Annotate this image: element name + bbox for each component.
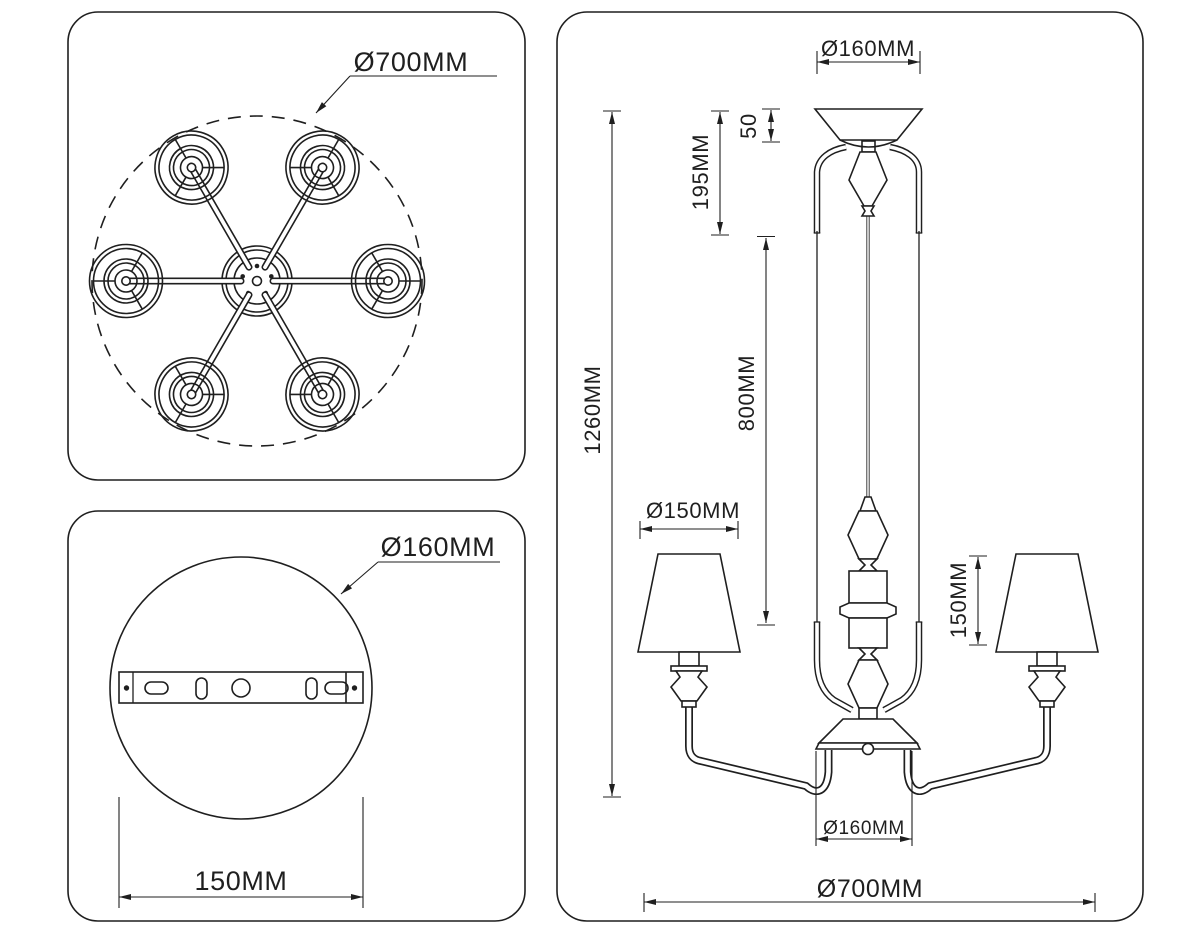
diamond-ornament-upper bbox=[847, 510, 889, 560]
dim-label-overall-700mm: Ø700MM bbox=[817, 875, 923, 903]
dim-label-1260mm: 1260MM bbox=[580, 365, 605, 454]
slot-horizontal-right bbox=[324, 681, 349, 695]
left-lamp bbox=[637, 553, 741, 708]
overall-diameter-dashed-circle bbox=[91, 115, 423, 447]
slot-vertical-left bbox=[195, 677, 208, 700]
dim-label-50: 50 bbox=[736, 113, 761, 139]
dim-bracket-width: 150MM bbox=[118, 797, 364, 908]
mounting-bracket bbox=[118, 671, 364, 704]
dim-shade-diameter-150: Ø150MM bbox=[639, 498, 740, 539]
dim-canopy-diameter-top: Ø160MM bbox=[816, 36, 921, 74]
dim-upper-rod-195: 195MM bbox=[688, 110, 729, 236]
cylinder-upper bbox=[848, 570, 888, 604]
dim-label-shade-height-150mm: 150MM bbox=[946, 562, 971, 638]
right-lamp bbox=[995, 553, 1099, 708]
screw-hole-left bbox=[123, 685, 130, 691]
hex-band bbox=[839, 602, 897, 619]
slot-horizontal-left bbox=[144, 681, 169, 695]
dim-canopy-height-50: 50 bbox=[736, 108, 780, 143]
dim-bottom-hub-160: Ø160MM bbox=[815, 751, 913, 846]
leader-arrow bbox=[315, 75, 351, 114]
dim-suspension-800: 800MM bbox=[734, 235, 775, 626]
dim-label-195mm: 195MM bbox=[688, 134, 713, 210]
panel-top-view: Ø700MM bbox=[67, 11, 526, 481]
right-shade bbox=[995, 553, 1099, 653]
panel-border bbox=[67, 510, 526, 922]
right-candle-holder bbox=[1027, 670, 1067, 702]
panel-canopy-view: Ø160MM 150MM bbox=[67, 510, 526, 922]
diamond-ornament-lower bbox=[847, 659, 889, 709]
central-column bbox=[814, 496, 922, 756]
upper-ornament bbox=[848, 151, 888, 217]
canopy-circle bbox=[109, 556, 373, 820]
dim-label-160mm: Ø160MM bbox=[381, 532, 496, 562]
dim-top-view-diameter: Ø700MM bbox=[315, 47, 497, 114]
center-hole bbox=[231, 678, 251, 698]
bottom-hub-cone bbox=[817, 718, 919, 744]
dim-label-800mm: 800MM bbox=[734, 355, 759, 431]
lamp-arms bbox=[685, 707, 1051, 795]
dim-overall-diameter-700: Ø700MM bbox=[643, 875, 1096, 912]
dim-label-150mm: 150MM bbox=[194, 866, 287, 896]
dim-total-height-1260: 1260MM bbox=[580, 110, 621, 798]
dim-shade-height-150: 150MM bbox=[946, 555, 987, 646]
slot-vertical-right bbox=[305, 677, 318, 700]
left-candle-holder bbox=[669, 670, 709, 702]
leader-arrow bbox=[340, 561, 379, 595]
dim-label-top-160mm: Ø160MM bbox=[821, 36, 915, 61]
dim-label-700mm: Ø700MM bbox=[354, 47, 469, 77]
dim-label-hub-160mm: Ø160MM bbox=[823, 818, 905, 839]
ceiling-canopy bbox=[813, 108, 924, 153]
panel-border bbox=[556, 11, 1144, 922]
panel-border bbox=[67, 11, 526, 481]
left-shade bbox=[637, 553, 741, 653]
bottom-hub-finial bbox=[861, 742, 875, 756]
suspension-rods bbox=[813, 143, 923, 713]
screw-hole-right bbox=[351, 685, 358, 691]
lamp-arms-top-view bbox=[90, 118, 425, 445]
dim-canopy-diameter: Ø160MM bbox=[340, 532, 500, 595]
cylinder-lower bbox=[848, 617, 888, 649]
panel-side-view: Ø160MM 50 195MM 1260MM 800MM bbox=[556, 11, 1144, 922]
dim-label-shade-150mm: Ø150MM bbox=[646, 498, 740, 523]
